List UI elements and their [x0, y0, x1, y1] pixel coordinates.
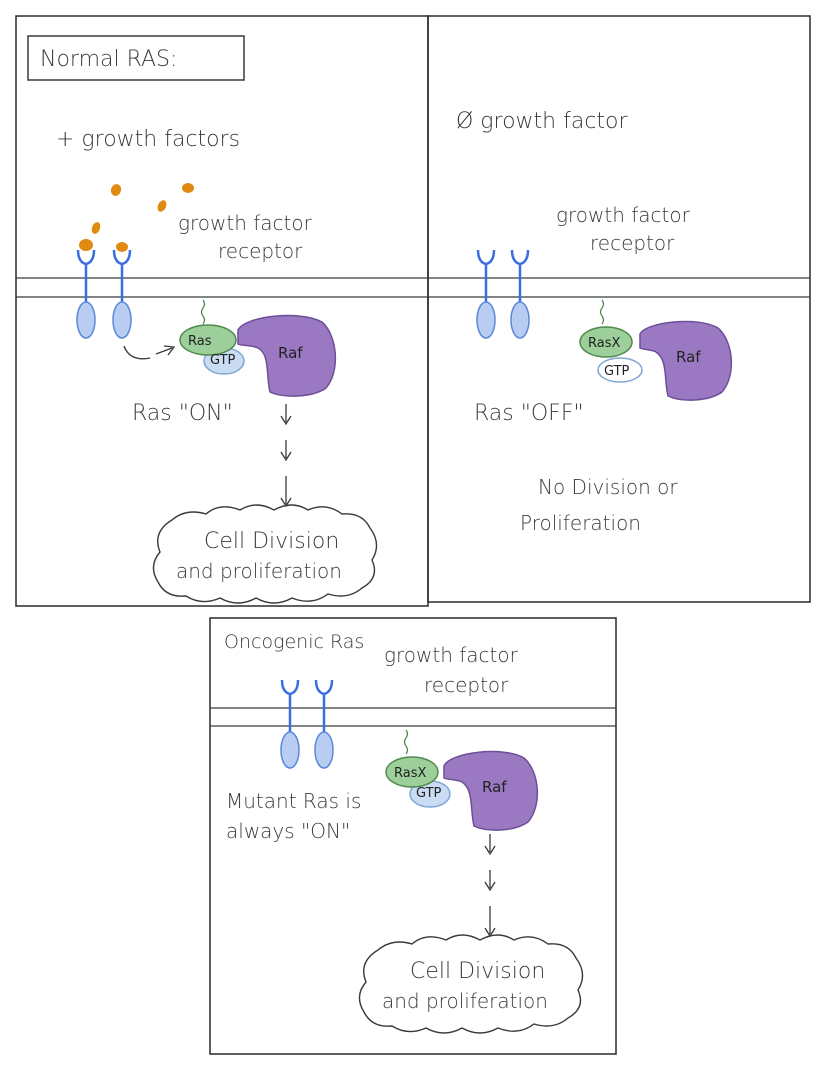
- outcome-line2: Proliferation: [520, 511, 641, 535]
- receptor-label-line1: growth factor: [178, 211, 313, 235]
- signal-arrows: [280, 404, 292, 508]
- ras-label: RasX: [588, 336, 620, 351]
- panel-frame: [209, 617, 617, 1055]
- panel-oncogenic: Oncogenic Ras growth factor receptor Raf…: [209, 617, 617, 1055]
- raf-protein: [237, 314, 337, 397]
- receptor-label-line2: receptor: [218, 239, 303, 263]
- ras-label: Ras: [188, 334, 212, 349]
- raf-label: Raf: [676, 348, 701, 366]
- ras-state-line1: Mutant Ras is: [226, 789, 361, 813]
- gtp-label: GTP: [604, 364, 630, 379]
- raf-label: Raf: [482, 778, 507, 796]
- receptor-1: [475, 248, 497, 340]
- gtp-label: GTP: [416, 786, 442, 801]
- ras-state-label: Ras "ON": [132, 401, 233, 426]
- gtp-molecule: [597, 357, 643, 383]
- raf-protein: [443, 750, 539, 831]
- ras-protein: [579, 326, 633, 358]
- ras-anchor: [403, 729, 409, 755]
- growth-factor-ligands: [79, 183, 194, 252]
- outcome-line2: and proliferation: [176, 559, 342, 583]
- receptor-label-line2: receptor: [590, 231, 675, 255]
- raf-label: Raf: [278, 344, 303, 362]
- outcome-line1: No Division or: [538, 475, 678, 499]
- receptor-label-line2: receptor: [424, 673, 509, 697]
- signal-arrows: [484, 834, 496, 938]
- panel-frame: [427, 15, 811, 603]
- panel-normal-off: Ø growth factor growth factor receptor R…: [427, 15, 811, 603]
- panel-normal-on: Normal RAS: + growth factors growth fact…: [15, 15, 429, 607]
- receptor-label-line1: growth factor: [384, 643, 519, 667]
- activation-arrow: [123, 345, 173, 360]
- ras-state-label: Ras "OFF": [474, 401, 584, 426]
- ras-anchor: [200, 299, 206, 325]
- ras-state-line2: always "ON": [226, 819, 350, 843]
- receptor-1: [75, 248, 97, 340]
- ras-label: RasX: [394, 766, 426, 781]
- outcome-line1: Cell Division: [204, 529, 339, 554]
- panel-title: Oncogenic Ras: [224, 631, 364, 653]
- receptor-2: [313, 678, 335, 770]
- condition-label: + growth factors: [56, 127, 240, 152]
- receptor-label-line1: growth factor: [556, 203, 691, 227]
- gtp-label: GTP: [210, 353, 236, 368]
- receptor-2: [509, 248, 531, 340]
- outcome-line1: Cell Division: [410, 959, 545, 984]
- outcome-line2: and proliferation: [382, 989, 548, 1013]
- receptor-1: [279, 678, 301, 770]
- ras-anchor: [599, 299, 605, 325]
- condition-label: Ø growth factor: [456, 109, 628, 134]
- ras-protein: [385, 756, 439, 788]
- outcome-cloud: [358, 934, 584, 1034]
- outcome-cloud: [152, 504, 378, 604]
- raf-protein: [639, 320, 733, 401]
- receptor-2: [111, 248, 133, 340]
- panel-title: Normal RAS:: [40, 47, 177, 72]
- title-box: [27, 35, 245, 81]
- ras-protein: [179, 324, 237, 356]
